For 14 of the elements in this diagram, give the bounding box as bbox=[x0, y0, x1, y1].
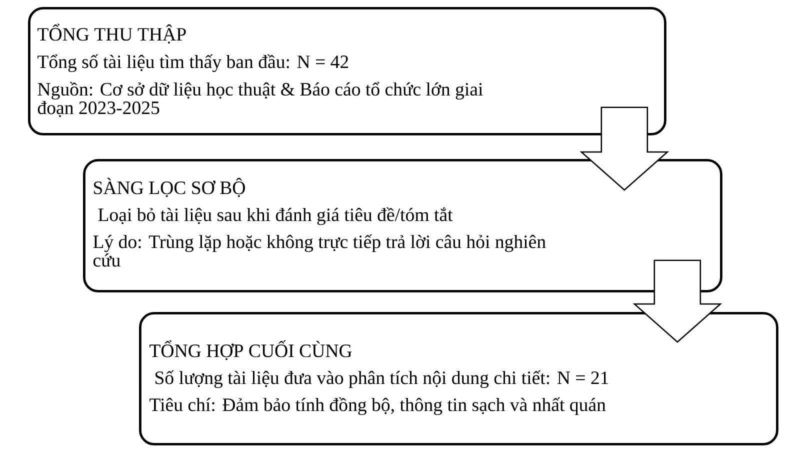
step-box bbox=[83, 159, 722, 292]
block-arrow bbox=[580, 106, 670, 191]
box-heading: TỔNG HỢP CUỐI CÙNG bbox=[150, 340, 352, 360]
box-text: Loại bỏ tài liệu sau khi đánh giá tiêu đề/tóm tắt bbox=[98, 207, 453, 226]
box-text: Lý do: Trùng lặp hoặc không trực tiếp trả lời câu hỏi nghiên cứu bbox=[93, 234, 546, 267]
box-text: Số lượng tài liệu đưa vào phân tích nội dung chi tiết: N = 21 bbox=[155, 370, 608, 388]
block-arrow bbox=[632, 260, 722, 343]
box-text: Tổng số tài liệu tìm thấy ban đầu: N = 42 bbox=[38, 54, 348, 72]
box-text: Tiêu chí: Đảm bảo tính đồng bộ, thông tin sạch và nhất quán bbox=[150, 397, 606, 416]
box-heading: TỔNG THU THẬP bbox=[38, 24, 186, 44]
box-text: Nguồn: Cơ sở dữ liệu học thuật & Báo cáo tổ chức lớn giai đoạn 2023-2025 bbox=[38, 82, 483, 118]
step-box bbox=[28, 7, 666, 136]
step-box bbox=[139, 312, 778, 446]
box-heading: SÀNG LỌC SƠ BỘ bbox=[94, 178, 245, 198]
